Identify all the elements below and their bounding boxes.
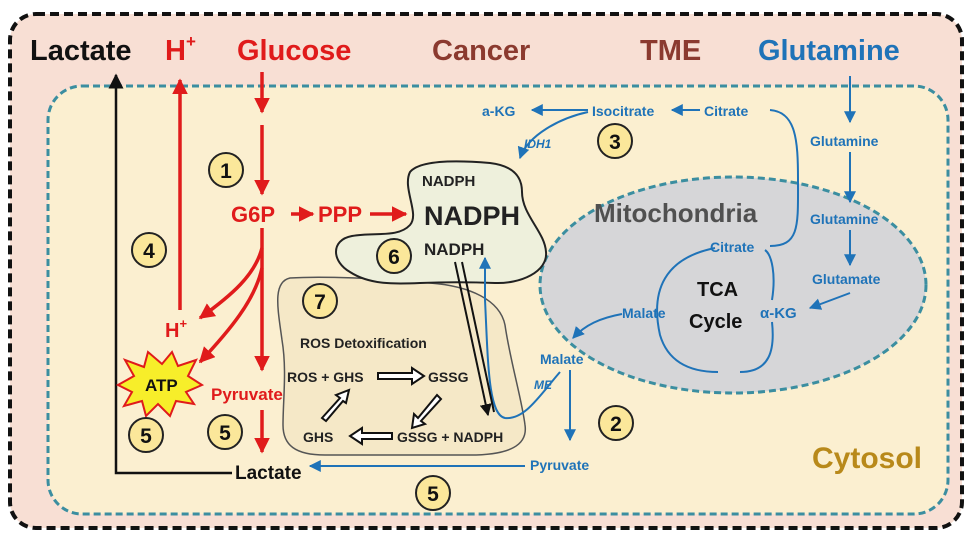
glycolysis-arrows <box>172 72 408 454</box>
gssg-nadph-label: GSSG + NADPH <box>397 429 503 445</box>
akg-cytosol-label: a-KG <box>482 103 516 119</box>
ros-ghs-label: ROS + GHS <box>287 369 364 385</box>
idh1-label: IDH1 <box>524 137 552 151</box>
svg-text:6: 6 <box>388 246 400 269</box>
tca-line2-label: Cycle <box>689 311 742 333</box>
atp-label: ATP <box>145 376 178 395</box>
svg-text:3: 3 <box>609 131 621 154</box>
nadph-small-bottom-label: NADPH <box>424 240 484 259</box>
step-circle-2: 2 <box>598 405 634 441</box>
svg-text:1: 1 <box>220 160 232 183</box>
pyruvate-blue-label: Pyruvate <box>530 457 589 473</box>
ppp-label: PPP <box>318 202 362 227</box>
ros-detox-title: ROS Detoxification <box>300 335 427 351</box>
svg-text:5: 5 <box>427 483 439 506</box>
me-label: ME <box>534 378 553 392</box>
tme-label: TME <box>640 35 701 67</box>
glutamine-cytosol-label-1: Glutamine <box>810 133 879 149</box>
step-circle-5-pyruvate: 5 <box>207 414 243 450</box>
mitochondria-region <box>538 175 928 395</box>
gssg-label: GSSG <box>428 369 469 385</box>
g6p-label: G6P <box>231 202 275 227</box>
citrate-mito-label: Citrate <box>710 239 755 255</box>
malate-mito-label: Malate <box>622 305 666 321</box>
step-circle-6: 6 <box>376 238 412 274</box>
svg-text:4: 4 <box>143 240 155 263</box>
h-plus-label: H+ <box>165 316 187 342</box>
cytosol-label: Cytosol <box>812 442 922 475</box>
malate-cytosol-label: Malate <box>540 351 584 367</box>
mitochondria-label: Mitochondria <box>594 198 758 228</box>
step-circle-7: 7 <box>302 283 338 319</box>
glutamate-label: Glutamate <box>812 271 881 287</box>
glutamine-cytosol-label-2: Glutamine <box>810 211 879 227</box>
glutamine-import-label: Glutamine <box>758 35 900 67</box>
lactate-export-label: Lactate <box>30 35 132 67</box>
akg-mito-label: α-KG <box>760 305 797 322</box>
svg-text:5: 5 <box>140 425 152 448</box>
step-circle-1: 1 <box>208 152 244 188</box>
step-circle-4: 4 <box>131 232 167 268</box>
ghs-label: GHS <box>303 429 333 445</box>
isocitrate-label: Isocitrate <box>592 103 654 119</box>
tca-line1-label: TCA <box>697 279 738 301</box>
nadph-small-top-label: NADPH <box>422 173 475 190</box>
h-plus-export-label: H+ <box>165 32 196 67</box>
svg-text:7: 7 <box>314 291 326 314</box>
step-circle-5-lactate: 5 <box>415 475 451 511</box>
nadph-transfer-arrow <box>454 261 495 417</box>
pyruvate-red-label: Pyruvate <box>211 385 283 404</box>
citrate-cytosol-label: Citrate <box>704 103 749 119</box>
lactate-label: Lactate <box>235 463 302 484</box>
ros-cycle-arrows <box>320 366 443 446</box>
glucose-label: Glucose <box>237 35 351 67</box>
step-circle-5-atp: 5 <box>128 417 164 453</box>
nadph-big-label: NADPH <box>424 201 520 231</box>
step-circle-3: 3 <box>597 123 633 159</box>
svg-text:5: 5 <box>219 422 231 445</box>
lactate-export-arrow <box>108 73 232 475</box>
svg-text:2: 2 <box>610 413 622 436</box>
cancer-label: Cancer <box>432 35 530 67</box>
glutamine-arrows <box>308 76 856 472</box>
atp-star <box>115 350 205 418</box>
